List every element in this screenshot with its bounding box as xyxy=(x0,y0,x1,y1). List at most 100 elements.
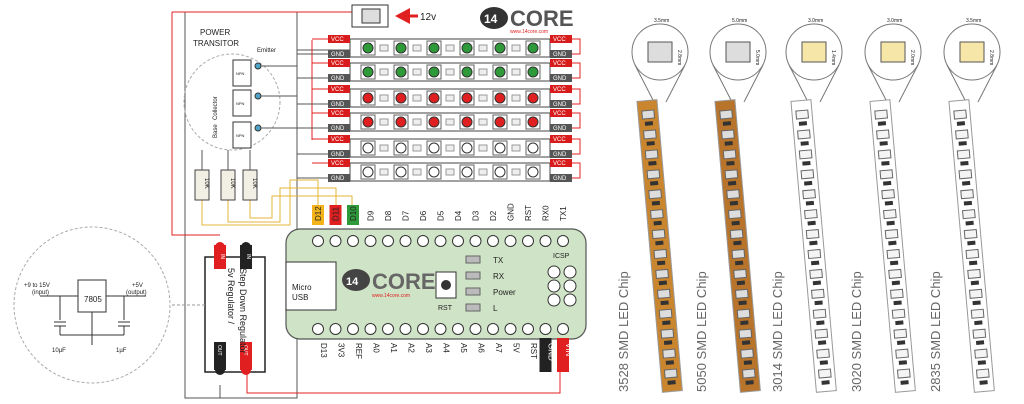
led-icon xyxy=(428,116,440,128)
smd-chip xyxy=(646,169,661,180)
smd-chip xyxy=(651,229,666,240)
led-icon xyxy=(461,116,473,128)
top-pin: D2 xyxy=(487,210,499,247)
board-led-label: TX xyxy=(493,256,504,265)
vcc-label: VCC xyxy=(553,61,566,67)
top-pin: D8 xyxy=(382,210,394,247)
smd-chip xyxy=(734,288,749,299)
vcc-label: VCC xyxy=(553,87,566,93)
top-pin: RX0 xyxy=(539,205,552,247)
bottom-pin-label: GND xyxy=(547,343,556,361)
board-led xyxy=(465,255,481,264)
strip-label: 3528 SMD LED Chip xyxy=(616,271,631,392)
resistor: 10K xyxy=(194,150,210,201)
bottom-pin: A5 xyxy=(452,323,468,353)
smd-chip xyxy=(807,248,822,260)
smd-chip xyxy=(896,368,911,379)
bottom-pin: A6 xyxy=(469,323,486,353)
smd-chip xyxy=(662,348,676,359)
smd-chip xyxy=(884,229,899,240)
reg-out-minus: OUT xyxy=(216,345,222,356)
vcc-label: VCC xyxy=(331,111,344,117)
top-pin: D5 xyxy=(434,210,447,247)
led-icon xyxy=(428,42,440,54)
smd-chip xyxy=(965,248,980,260)
icsp-pin xyxy=(547,279,561,293)
smd-chip xyxy=(895,348,909,359)
board-led-label: L xyxy=(493,304,498,313)
led-icon xyxy=(428,92,440,104)
ic-output-voltage: +5V xyxy=(132,283,143,289)
smd-chip xyxy=(722,149,737,160)
reg-out-plus: OUT xyxy=(242,345,248,356)
icsp-pin xyxy=(563,279,577,293)
vcc-label: VCC xyxy=(331,87,344,93)
bottom-pin: A1 xyxy=(382,323,398,353)
top-pin-label: TX1 xyxy=(559,206,568,221)
top-pin: D4 xyxy=(452,210,464,247)
bottom-pin-label: RST xyxy=(529,343,538,359)
top-pin-label: D2 xyxy=(489,210,498,221)
gnd-label: GND xyxy=(331,152,345,158)
smd-chip xyxy=(644,149,659,160)
led-icon xyxy=(362,142,374,154)
bottom-pin-label: A4 xyxy=(442,343,451,353)
bottom-pin: 3V3 xyxy=(329,323,346,358)
smd-chip xyxy=(889,288,904,299)
strip-label: 2835 SMD LED Chip xyxy=(928,271,943,392)
led-icon xyxy=(461,66,473,78)
smd-chip xyxy=(817,368,832,379)
regulator-label-1: 5v Regulator / xyxy=(226,268,236,325)
smd-chip xyxy=(963,229,978,240)
smd-chip xyxy=(741,368,756,379)
smd-chip xyxy=(797,129,811,140)
smd-chip xyxy=(882,209,897,220)
bottom-pin-label: D13 xyxy=(319,343,328,358)
bottom-pin: GND xyxy=(539,323,556,372)
top-pin: D11 xyxy=(329,205,342,247)
top-pin: D6 xyxy=(417,210,429,247)
chip-height-label: 2.0mm xyxy=(909,50,915,65)
gnd-label: GND xyxy=(331,126,345,132)
icsp-pin xyxy=(547,265,561,279)
logo-badge: 14 xyxy=(484,12,498,26)
base-label: Base xyxy=(213,124,219,138)
vcc-label: VCC xyxy=(331,137,344,143)
smd-chip xyxy=(802,189,816,200)
npn-label: NPN xyxy=(236,101,245,106)
rst-label: RST xyxy=(438,305,453,312)
smd-chip xyxy=(800,169,815,180)
bottom-pin-label: VIN xyxy=(564,343,573,357)
cap-out-label: 1µF xyxy=(116,348,127,354)
bottom-pin-label: A6 xyxy=(477,343,486,353)
top-pin-label: D6 xyxy=(419,210,428,221)
gnd-label: GND xyxy=(331,76,345,82)
top-pin-label: D3 xyxy=(472,210,481,221)
board-led xyxy=(465,271,481,280)
board-led xyxy=(465,303,481,312)
led-icon xyxy=(461,166,473,178)
strip-label: 3020 SMD LED Chip xyxy=(849,271,864,392)
smd-chip xyxy=(740,348,754,359)
led-icon xyxy=(527,66,539,78)
board-led-label: RX xyxy=(493,272,505,281)
led-icon xyxy=(395,142,407,154)
led-icon xyxy=(461,142,473,154)
ic-input-label: (input) xyxy=(32,290,49,296)
gnd-label: GND xyxy=(553,152,567,158)
led-rows: VCCGNDVCCGNDVCCGNDVCCGNDVCCGNDVCCGNDVCCG… xyxy=(297,35,581,182)
bottom-pin: REF xyxy=(347,323,363,359)
led-icon xyxy=(494,42,506,54)
strip-label: 3014 SMD LED Chip xyxy=(770,271,785,392)
micro-usb-label-2: USB xyxy=(292,293,308,302)
bottom-pin: A4 xyxy=(434,323,451,353)
top-pin-label: GND xyxy=(507,203,516,221)
micro-usb-port xyxy=(285,261,337,311)
gnd-label: GND xyxy=(553,102,567,108)
smd-chip xyxy=(726,189,740,200)
smd-chip xyxy=(877,149,892,160)
